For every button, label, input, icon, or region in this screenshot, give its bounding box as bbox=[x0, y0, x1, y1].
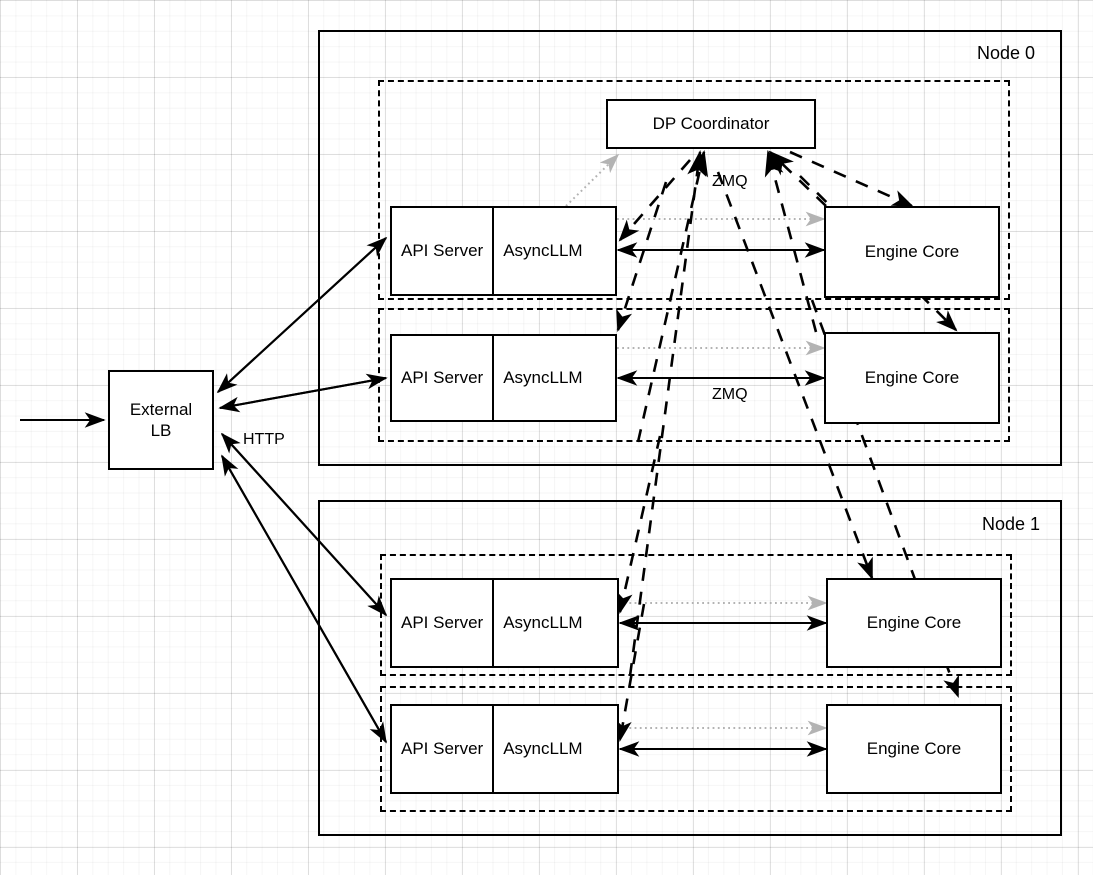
asyncllm-box[interactable]: AsyncLLM bbox=[494, 706, 591, 792]
asyncllm-label: AsyncLLM bbox=[503, 368, 583, 387]
node-0-group-1-frontend[interactable]: API Server AsyncLLM bbox=[390, 334, 617, 422]
external-lb-box[interactable]: External LB bbox=[108, 370, 214, 470]
node-1-group-1-container bbox=[380, 686, 1012, 812]
asyncllm-label: AsyncLLM bbox=[503, 241, 583, 260]
asyncllm-box[interactable]: AsyncLLM bbox=[494, 208, 591, 294]
node-0-group-0-engine-core[interactable]: Engine Core bbox=[824, 206, 1000, 298]
api-server-label: API Server bbox=[401, 613, 484, 632]
node-1-group-0-frontend[interactable]: API Server AsyncLLM bbox=[390, 578, 619, 668]
engine-core-label: Engine Core bbox=[866, 739, 962, 759]
external-lb-label-line1: External bbox=[129, 399, 193, 419]
api-server-box[interactable]: API Server bbox=[392, 580, 495, 666]
node-1-group-1-frontend[interactable]: API Server AsyncLLM bbox=[390, 704, 619, 794]
api-server-box[interactable]: API Server bbox=[392, 706, 495, 792]
api-server-box[interactable]: API Server bbox=[392, 336, 495, 420]
api-server-label: API Server bbox=[401, 739, 484, 758]
dp-coordinator-label: DP Coordinator bbox=[652, 114, 770, 134]
node-0-group-1-engine-core[interactable]: Engine Core bbox=[824, 332, 1000, 424]
node-1-group-0-container bbox=[380, 554, 1012, 676]
node-0-group-1-container bbox=[378, 308, 1010, 442]
api-server-label: API Server bbox=[401, 241, 484, 260]
api-server-box[interactable]: API Server bbox=[392, 208, 495, 294]
node-1-group-0-engine-core[interactable]: Engine Core bbox=[826, 578, 1002, 668]
node-0-label: Node 0 bbox=[977, 43, 1036, 63]
engine-core-label: Engine Core bbox=[864, 368, 960, 388]
api-server-label: API Server bbox=[401, 368, 484, 387]
edge-label-http: HTTP bbox=[243, 431, 285, 448]
asyncllm-label: AsyncLLM bbox=[503, 739, 583, 758]
node-0-group-0-container bbox=[378, 80, 1010, 300]
dp-coordinator-box[interactable]: DP Coordinator bbox=[606, 99, 816, 149]
engine-core-label: Engine Core bbox=[866, 613, 962, 633]
node-1-group-1-engine-core[interactable]: Engine Core bbox=[826, 704, 1002, 794]
node-0-group-0-frontend[interactable]: API Server AsyncLLM bbox=[390, 206, 617, 296]
node-0-container bbox=[318, 30, 1062, 466]
engine-core-label: Engine Core bbox=[864, 242, 960, 262]
node-1-container bbox=[318, 500, 1062, 836]
edge-label-zmq-top: ZMQ bbox=[712, 173, 748, 190]
edge-label-zmq-mid: ZMQ bbox=[712, 386, 748, 403]
asyncllm-box[interactable]: AsyncLLM bbox=[494, 336, 591, 420]
external-lb-label-line2: LB bbox=[150, 421, 172, 440]
node-1-label: Node 1 bbox=[982, 514, 1041, 534]
asyncllm-label: AsyncLLM bbox=[503, 613, 583, 632]
asyncllm-box[interactable]: AsyncLLM bbox=[494, 580, 591, 666]
